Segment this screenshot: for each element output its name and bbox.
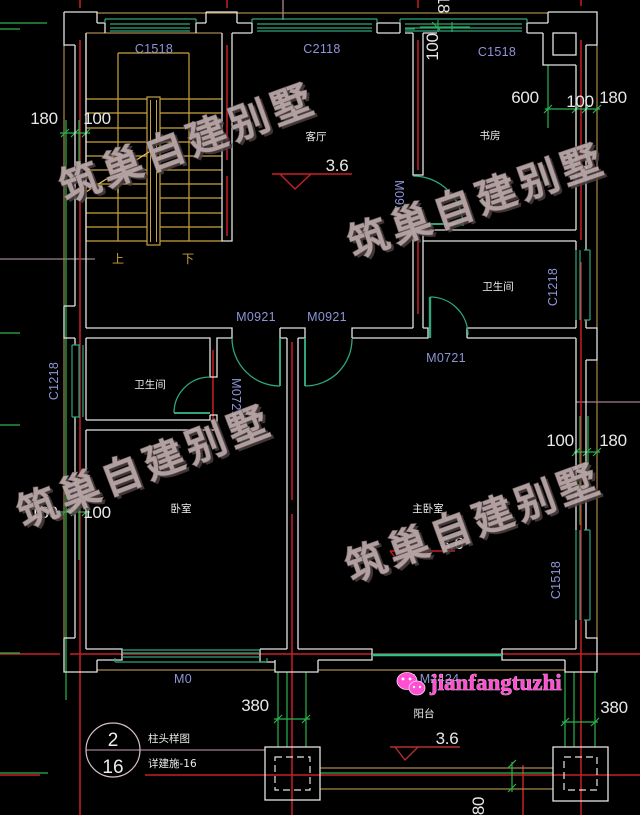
callout-circle bbox=[85, 722, 141, 778]
master-elevation: 3.6 bbox=[441, 534, 464, 553]
outline-lines bbox=[63, 12, 598, 790]
study-window-label: C1518 bbox=[478, 45, 516, 59]
callout-sheet: 16 bbox=[102, 757, 123, 778]
master-elevation-symbol bbox=[389, 550, 455, 568]
master-door-arc bbox=[304, 338, 353, 387]
stair-direction-arrow-icon bbox=[85, 149, 153, 193]
dim-top-vertical: 100 bbox=[423, 33, 442, 60]
stair-down-label: 下 bbox=[182, 252, 194, 266]
balcony-post-right bbox=[552, 746, 609, 802]
room-upper-bathroom: 卫生间 bbox=[482, 280, 514, 293]
master-door-label: M0921 bbox=[307, 310, 347, 324]
balcony-post-left bbox=[264, 746, 321, 801]
study-door-label: M0921 bbox=[392, 180, 406, 220]
bedroom-door-arc bbox=[231, 337, 281, 387]
balcony-posts bbox=[264, 746, 609, 802]
lower-bath-window-label: C1218 bbox=[47, 362, 61, 400]
bedroom-door-label: M0921 bbox=[236, 310, 276, 324]
callout-number: 2 bbox=[108, 730, 119, 751]
room-names: 客厅 书房 卫生间 卫生间 卧室 主卧室 阳台 bbox=[134, 129, 514, 720]
room-balcony: 阳台 bbox=[414, 707, 435, 720]
balcony-elevation: 3.6 bbox=[436, 729, 459, 748]
dim-top-right-600: 600 bbox=[511, 88, 538, 107]
dim-top-clipped: 18 bbox=[434, 0, 453, 13]
upper-bath-door-arc bbox=[429, 296, 469, 336]
callout-reference: 详建施-16 bbox=[148, 757, 197, 770]
dim-mid-right-180: 180 bbox=[599, 431, 626, 450]
detail-callout: 2 16 柱头样图 详建施-16 bbox=[85, 722, 197, 778]
master-window-label: C1518 bbox=[549, 561, 563, 599]
room-bedroom: 卧室 bbox=[171, 502, 192, 515]
upper-bath-window-label: C1218 bbox=[546, 268, 560, 306]
balcony-post-right-core bbox=[563, 756, 598, 791]
lower-bath-door-label: M0721 bbox=[229, 378, 243, 418]
wechat-icon bbox=[396, 672, 426, 696]
window-frames bbox=[71, 18, 591, 663]
reference-lines bbox=[0, 0, 640, 751]
stair-window-label: C1518 bbox=[135, 42, 173, 56]
callout-title: 柱头样图 bbox=[148, 732, 190, 745]
room-living: 客厅 bbox=[306, 130, 327, 143]
room-master-bedroom: 主卧室 bbox=[412, 502, 444, 515]
dim-mid-right-100: 100 bbox=[546, 431, 573, 450]
dim-lower-left-inner: 100 bbox=[83, 503, 110, 522]
stair-up-label: 上 bbox=[112, 252, 124, 266]
room-lower-bathroom: 卫生间 bbox=[134, 378, 166, 391]
logo-badge: jianfangtuzhi bbox=[396, 670, 563, 696]
logo-text: jianfangtuzhi bbox=[429, 670, 562, 695]
dimension-values: 180 100 180 100 600 100 180 100 180 100 … bbox=[30, 0, 628, 815]
dim-balcony-right: 380 bbox=[600, 698, 627, 717]
walls bbox=[63, 11, 598, 673]
stair-handrail-inner bbox=[150, 100, 157, 242]
elevation-markers bbox=[272, 173, 460, 762]
dim-balcony-left: 380 bbox=[241, 696, 268, 715]
living-window-label: C2118 bbox=[303, 42, 340, 56]
lower-bath-door-arc bbox=[173, 376, 211, 414]
room-study: 书房 bbox=[480, 129, 501, 142]
balcony-elevation-symbol bbox=[390, 746, 460, 762]
dim-top-right-180: 180 bbox=[599, 88, 626, 107]
dim-lower-left-wall: 180 bbox=[30, 503, 57, 522]
balcony-post-left-core bbox=[274, 756, 311, 791]
elevation-values: 3.6 3.6 3.6 bbox=[326, 156, 464, 748]
dim-top-left-wall: 180 bbox=[30, 109, 57, 128]
dim-top-left-inner: 100 bbox=[83, 109, 110, 128]
living-elevation-symbol bbox=[272, 173, 352, 190]
chimney-shaft bbox=[552, 32, 577, 56]
upper-bath-door-label: M0721 bbox=[426, 351, 466, 365]
door-swings bbox=[173, 175, 469, 414]
study-door-arc bbox=[412, 175, 464, 227]
bedroom-bottom-window-label: M0 bbox=[174, 672, 192, 686]
living-elevation: 3.6 bbox=[326, 156, 349, 175]
dim-bottom-clipped: 80 bbox=[469, 797, 488, 815]
dim-top-right-100: 100 bbox=[566, 92, 593, 111]
